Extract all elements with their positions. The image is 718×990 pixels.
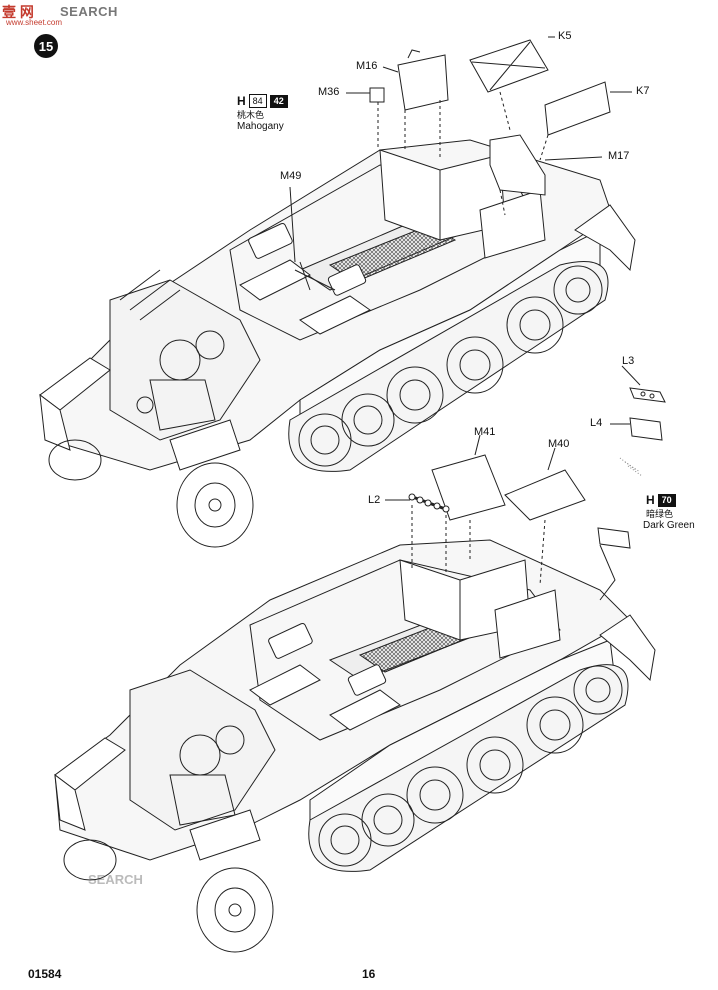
part-label-l4: L4 <box>590 417 603 429</box>
watermark-url: www.sheet.com <box>6 18 63 27</box>
part-label-l3: L3 <box>622 355 635 367</box>
watermark-text: SEARCH <box>60 4 118 19</box>
upper-halftrack-drawing <box>39 139 636 548</box>
part-label-k7: K7 <box>636 85 650 97</box>
kit-number: 01584 <box>28 967 62 981</box>
side-parts <box>610 365 666 477</box>
paint-code-42: 42 <box>269 94 288 108</box>
watermark-bottom: SEARCH <box>88 872 143 887</box>
paint-callout-mahogany: H 84 42 桃木色 Mahogany <box>237 94 288 132</box>
lower-exploded-parts <box>385 434 586 586</box>
paint-code-row: H 70 <box>646 493 695 507</box>
paint-h-prefix: H <box>237 94 246 108</box>
part-label-l2: L2 <box>368 494 381 506</box>
paint-name-cn: 暗绿色 <box>646 509 674 519</box>
watermark: 壹 网 SEARCH www.sheet.com <box>0 0 170 27</box>
part-label-m40: M40 <box>548 438 570 450</box>
paint-callout-dark-green: H 70 暗绿色 Dark Green <box>643 493 695 531</box>
lower-halftrack-drawing <box>54 527 656 953</box>
watermark-logo: 壹 网 <box>2 4 34 20</box>
part-label-m17: M17 <box>608 150 630 162</box>
paint-name-cn: 桃木色 <box>237 110 265 120</box>
paint-code-70: 70 <box>657 493 676 507</box>
part-label-m16: M16 <box>356 60 378 72</box>
paint-code-84: 84 <box>248 94 267 108</box>
paint-h-prefix: H <box>646 493 655 507</box>
upper-exploded-parts <box>289 36 632 291</box>
paint-name-en: Dark Green <box>643 520 695 531</box>
paint-name-en: Mahogany <box>237 121 284 132</box>
part-label-k5: K5 <box>558 30 572 42</box>
step-number: 15 <box>34 34 58 58</box>
part-label-m49: M49 <box>280 170 302 182</box>
paint-code-row: H 84 42 <box>237 94 288 108</box>
part-label-m41: M41 <box>474 426 496 438</box>
page-number: 16 <box>362 967 376 981</box>
part-label-m36: M36 <box>318 86 340 98</box>
